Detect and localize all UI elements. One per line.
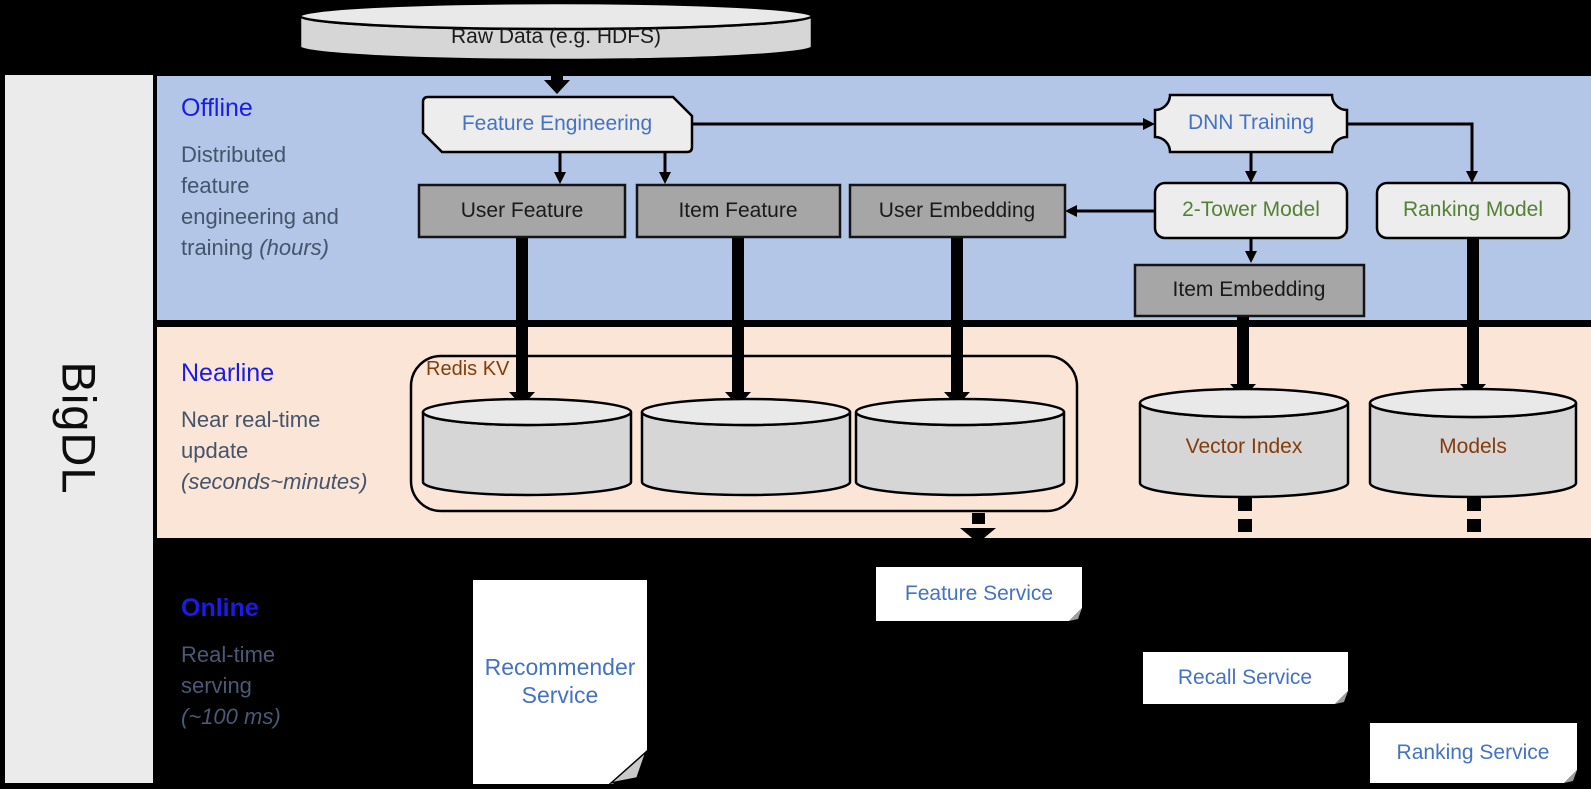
recommender-service-doc (473, 580, 647, 784)
arrow-userfeature-to-redis (509, 237, 535, 406)
dash-models-2 (1467, 519, 1481, 532)
user-feature-label: User Feature (460, 199, 584, 222)
recall-service-box (1143, 652, 1348, 704)
two-tower-model-label: 2-Tower Model (1182, 198, 1320, 221)
feature-service-fold (1069, 608, 1082, 621)
recall-service-fold (1335, 691, 1348, 704)
raw-data-label: Raw Data (e.g. HDFS) (450, 25, 662, 48)
item-feature-label: Item Feature (678, 199, 798, 222)
arrow-userembedding-to-redis (944, 237, 970, 406)
dash-models-1 (1467, 498, 1481, 511)
recommender-service-fold (608, 749, 648, 785)
feature-service-label: Feature Service (904, 582, 1054, 605)
arrow-itemembedding-to-vectorindex (1230, 316, 1256, 398)
arrow-rawdata-to-feature-engineering (544, 60, 570, 94)
dash-vectorindex-1 (1238, 498, 1252, 511)
dash-vectorindex-2 (1238, 519, 1252, 532)
feature-engineering-label: Feature Engineering (461, 112, 653, 135)
vector-index-label: Vector Index (1185, 435, 1303, 458)
arrow-rankingmodel-to-models (1460, 238, 1486, 398)
arrow-dnn-to-rankingmodel (1347, 122, 1478, 183)
two-tower-model-box (1153, 181, 1349, 240)
online-lane-label: Online Real-time serving (~100 ms) (181, 594, 431, 732)
arrow-itemfeature-to-redis (725, 237, 751, 406)
ranking-model-box (1375, 181, 1571, 240)
bigdl-sidebar (5, 75, 153, 783)
raw-data-cylinder (298, 1, 814, 62)
dash-arrowhead-featureservice (960, 528, 996, 543)
user-feature-box (417, 183, 627, 239)
offline-lane-title: Offline (181, 94, 253, 122)
user-embedding-label: User Embedding (878, 199, 1036, 222)
ranking-service-box (1370, 723, 1577, 783)
dash-redis-featureservice (972, 513, 985, 524)
vector-index-cylinder (1138, 387, 1350, 499)
item-feature-box (635, 183, 842, 239)
ranking-service-fold (1564, 770, 1577, 783)
feature-engineering-box (421, 95, 694, 154)
item-embedding-box (1133, 263, 1366, 318)
bigdl-brand: BigDL (52, 361, 106, 495)
feature-service-box (876, 567, 1082, 621)
ranking-service-label: Ranking Service (1396, 741, 1550, 764)
redis-kv-label: Redis KV (426, 358, 510, 380)
models-label: Models (1439, 435, 1507, 458)
nearline-lane-title: Nearline (181, 359, 275, 387)
redis-cylinder-3 (854, 397, 1066, 497)
recommender-service-label: Recommender Service (484, 654, 636, 708)
offline-lane-desc: Distributed feature engineering and trai… (181, 142, 339, 260)
nearline-lane-label: Nearline Near real-time update (seconds~… (181, 359, 431, 497)
nearline-lane-desc: Near real-time update (seconds~minutes) (181, 407, 368, 494)
dnn-training-label: DNN Training (1187, 111, 1315, 134)
offline-lane-label: Offline Distributed feature engineering … (181, 94, 431, 263)
dashed-connectors (960, 498, 1481, 543)
thin-connectors (554, 118, 1478, 263)
online-lane-desc: Real-time serving (~100 ms) (181, 642, 281, 729)
item-embedding-label: Item Embedding (1172, 278, 1326, 301)
ranking-model-label: Ranking Model (1402, 198, 1544, 221)
recall-service-label: Recall Service (1177, 666, 1313, 689)
models-cylinder (1368, 387, 1578, 499)
redis-cylinder-1 (421, 397, 633, 497)
user-embedding-box (848, 183, 1067, 239)
online-lane-title: Online (181, 594, 259, 622)
redis-cylinder-2 (640, 397, 852, 497)
redis-kv-container (409, 354, 1079, 513)
dnn-training-box (1153, 93, 1349, 154)
